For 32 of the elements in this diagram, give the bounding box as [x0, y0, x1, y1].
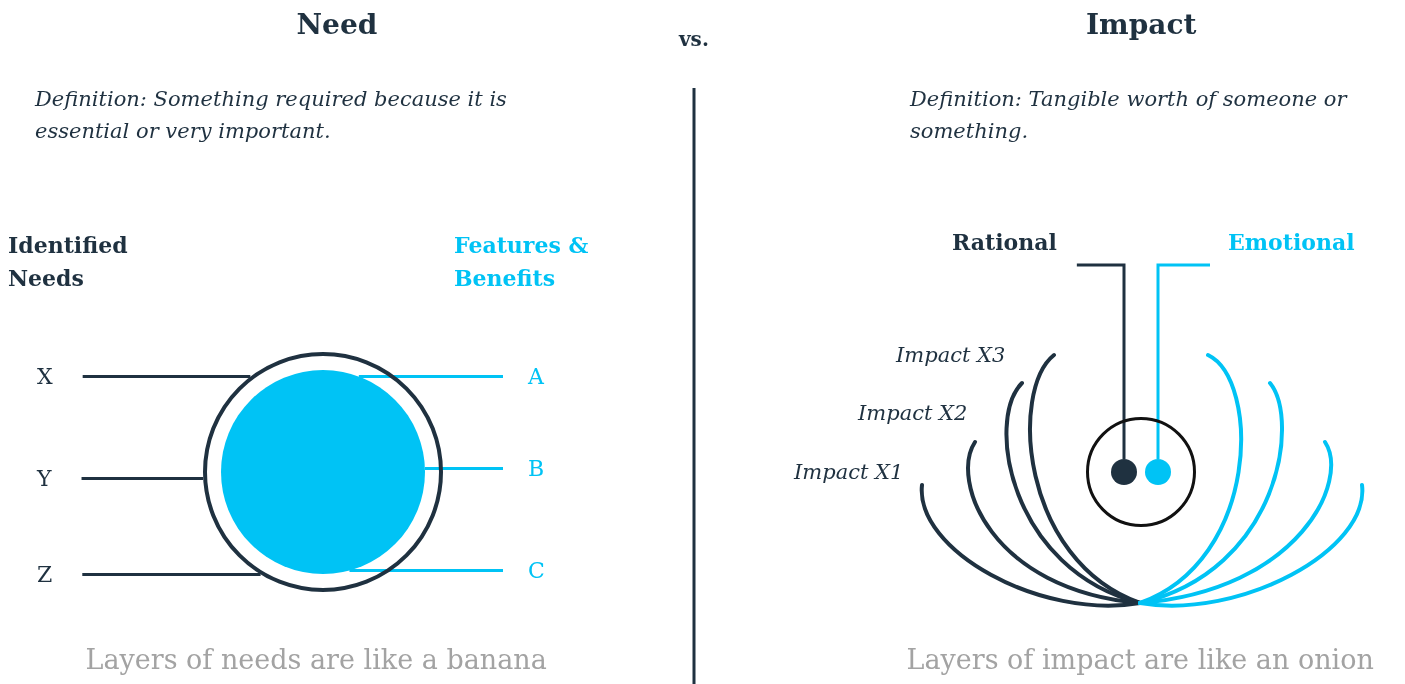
row-label: B — [528, 452, 545, 485]
leader-line — [1156, 263, 1210, 459]
category-label: Emotional — [1228, 226, 1355, 259]
row-label: Y — [37, 462, 52, 495]
layer-label: Impact X3 — [896, 342, 1006, 369]
column-heading: Identified Needs — [8, 231, 129, 293]
leader-line — [82, 573, 261, 576]
heading: Need — [296, 7, 378, 43]
leader-line — [424, 467, 503, 470]
caption-text: Layers of needs are like a banana — [85, 643, 547, 677]
column-heading: Features & Benefits — [454, 231, 590, 293]
ring-circle — [1086, 417, 1196, 527]
heading: Impact — [1086, 7, 1197, 43]
row-label: X — [37, 360, 53, 393]
leader-line — [1076, 263, 1126, 459]
layer-label: Impact X2 — [858, 400, 968, 427]
leader-line — [358, 375, 503, 378]
category-label: Rational — [952, 226, 1057, 259]
dot — [1111, 459, 1137, 485]
leader-line — [349, 569, 503, 572]
caption-text: Layers of impact are like an onion — [906, 643, 1374, 677]
vs-label: vs. — [679, 26, 709, 53]
leader-line — [81, 477, 204, 480]
layer-label: Impact X1 — [794, 459, 904, 486]
leader-line — [82, 375, 251, 378]
row-label: C — [528, 554, 545, 587]
definition-text: Definition: Something required because it is essential or very important. — [35, 86, 508, 145]
dot — [1145, 459, 1171, 485]
row-label: Z — [37, 558, 53, 591]
row-label: A — [528, 360, 544, 393]
definition-text: Definition: Tangible worth of someone or something. — [910, 86, 1349, 145]
outer-circle — [203, 352, 443, 592]
